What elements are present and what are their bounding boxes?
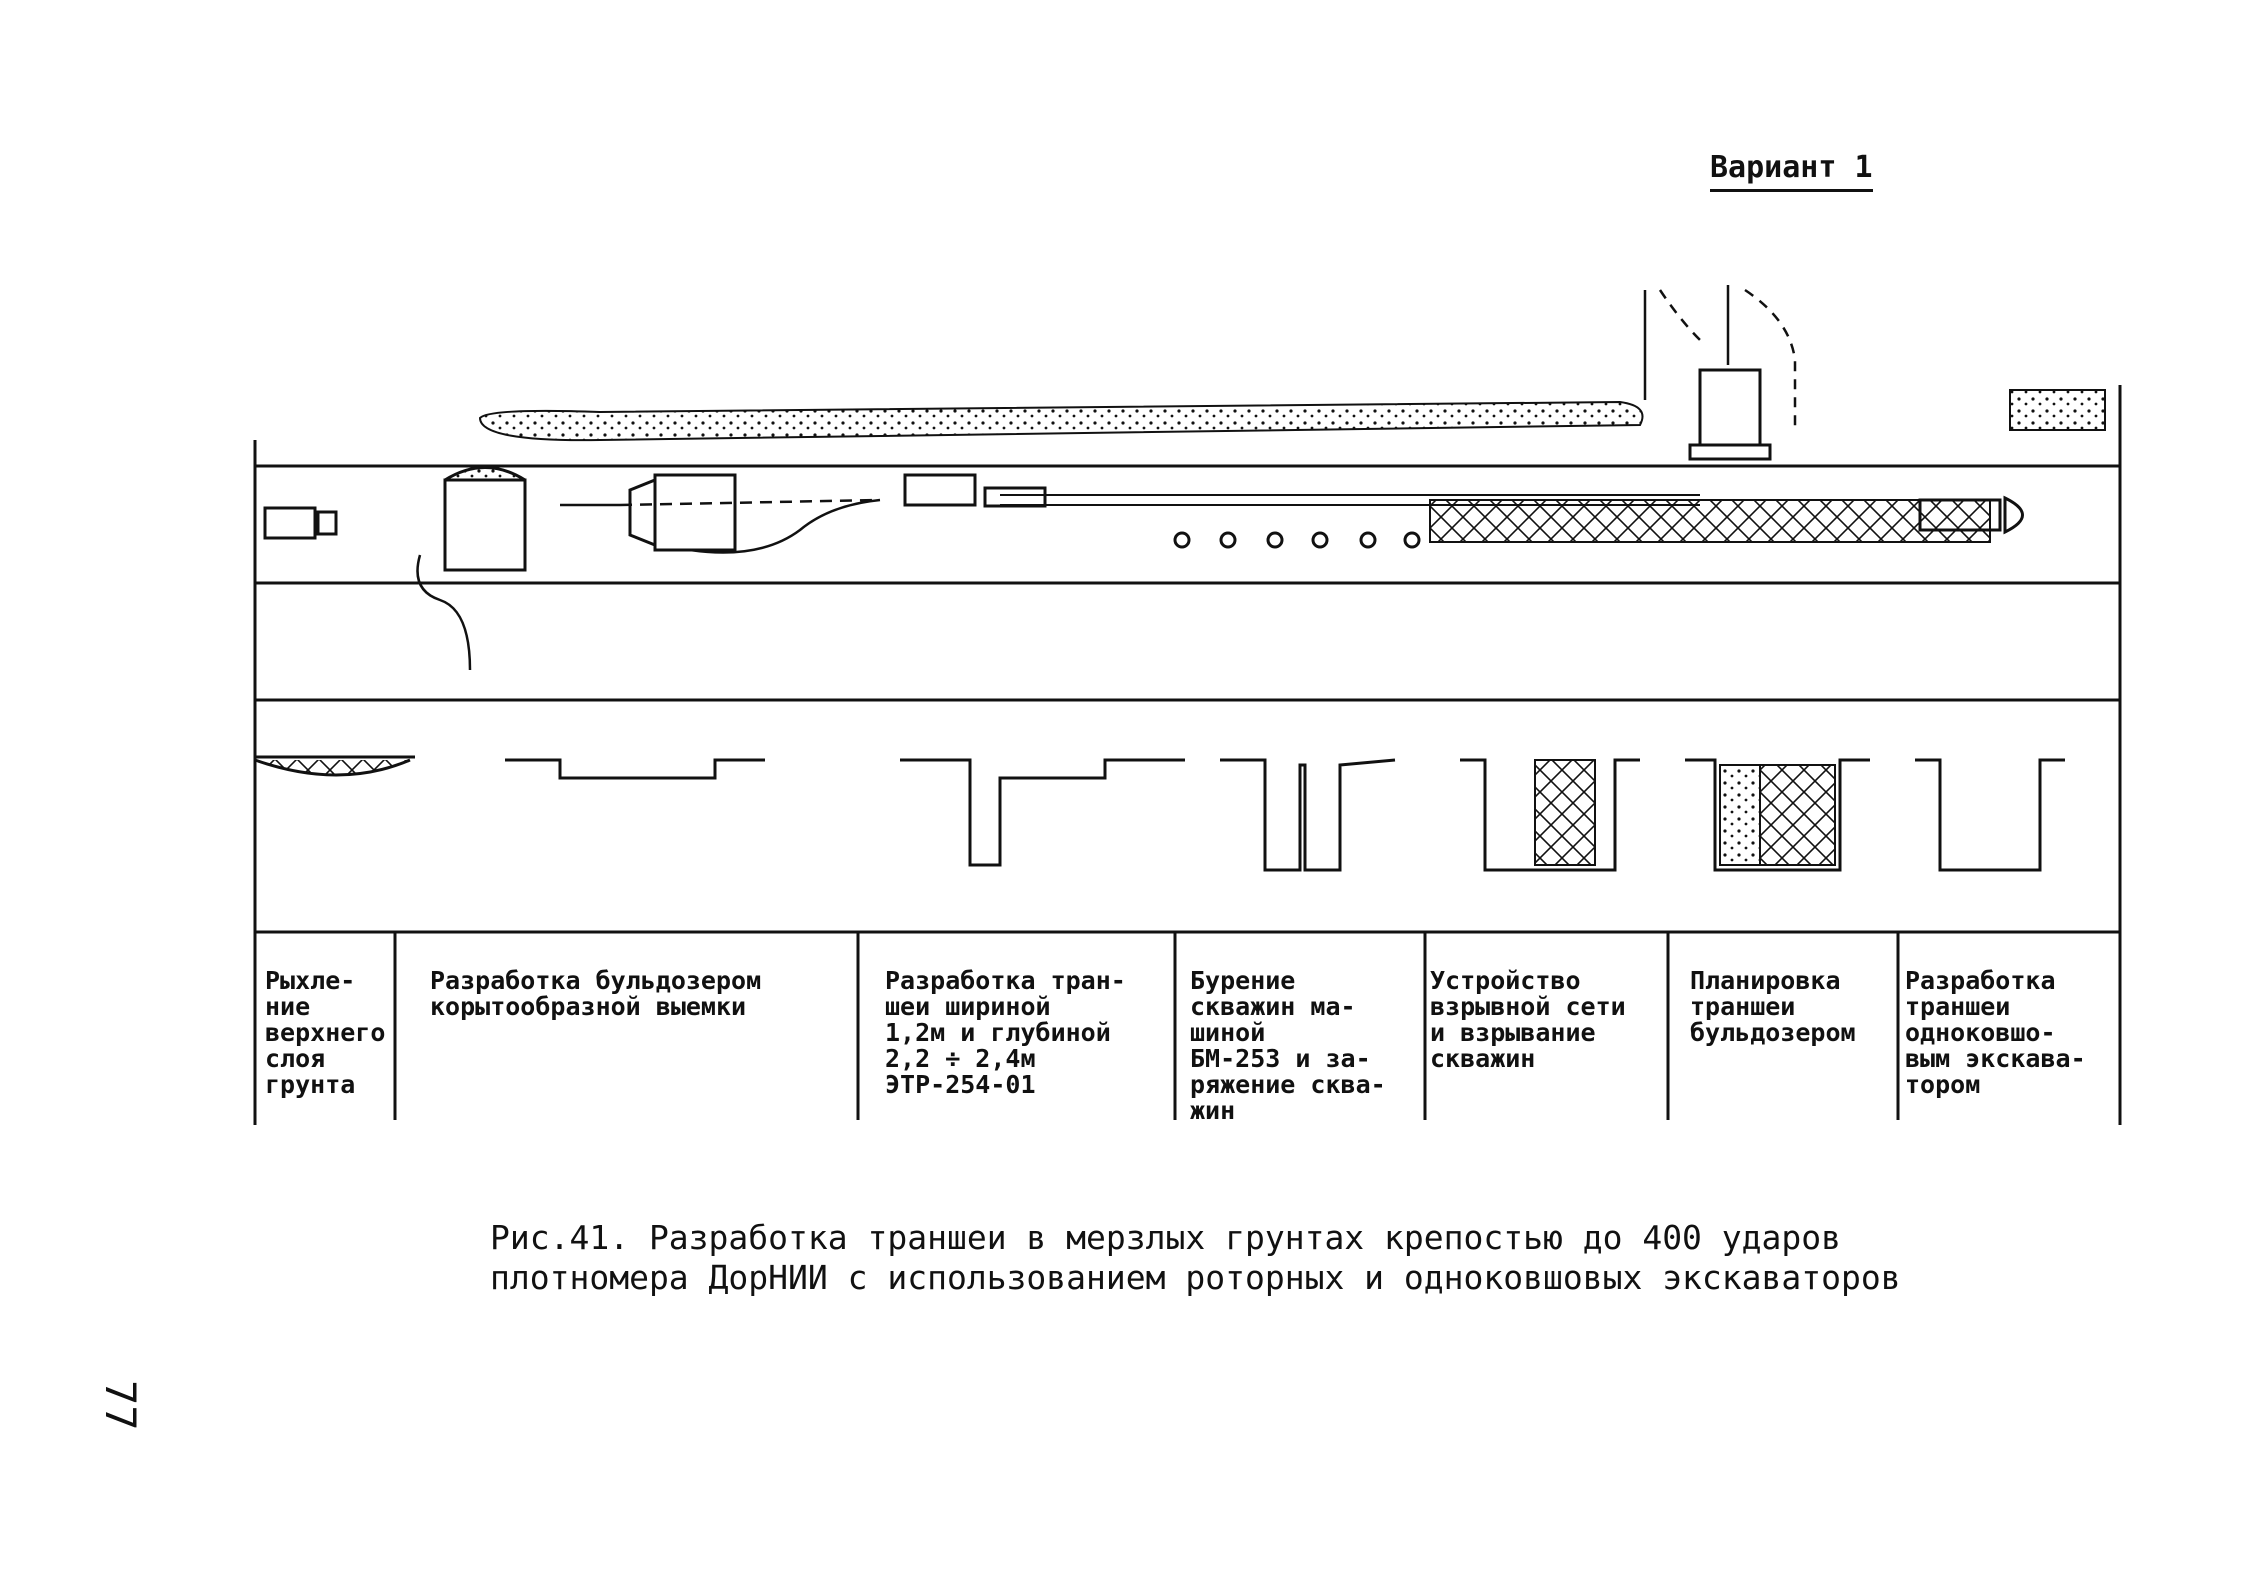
stage-7-label: Разработка траншеи одноковшо- вым экскав… bbox=[1905, 966, 2086, 1099]
stage-6-label: Планировка траншеи бульдозером bbox=[1690, 966, 1856, 1047]
stage-4-label: Бурение скважин ма- шиной БМ-253 и за- р… bbox=[1190, 966, 1386, 1125]
page-number: 77 bbox=[96, 1380, 145, 1431]
variant-label: Вариант 1 bbox=[1710, 150, 1873, 192]
figure-caption: Рис.41. Разработка траншеи в мерзлых гру… bbox=[490, 1218, 1901, 1297]
stage-1-label: Рыхле- ние верхнего слоя грунта bbox=[265, 966, 386, 1099]
stage-5-label: Устройство взрывной сети и взрывание скв… bbox=[1430, 966, 1626, 1073]
stage-2-label: Разработка бульдозером корытообразной вы… bbox=[430, 966, 762, 1021]
stage-3-label: Разработка тран- шеи шириной 1,2м и глуб… bbox=[885, 966, 1126, 1099]
